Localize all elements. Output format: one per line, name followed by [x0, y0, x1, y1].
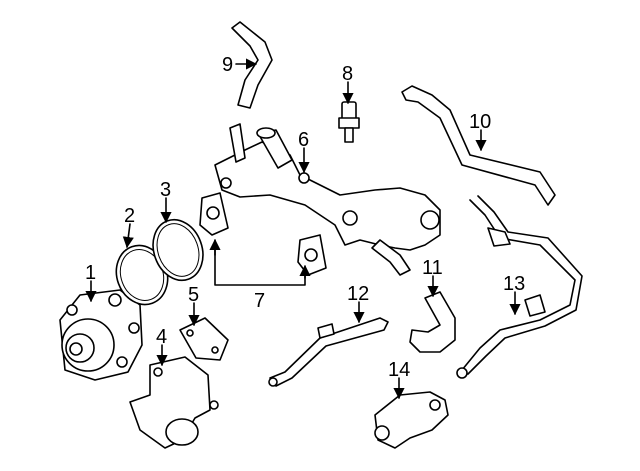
callout-3: 3 — [160, 179, 171, 201]
callout-labels: 1 2 3 4 5 6 7 8 9 10 11 12 13 14 — [85, 54, 525, 381]
gasket-7a-part[interactable] — [199, 192, 229, 236]
thermostat-housing-part[interactable] — [129, 356, 219, 449]
callout-2: 2 — [124, 205, 135, 227]
water-pipe-manifold-part[interactable] — [214, 123, 441, 276]
hose-10-part[interactable] — [401, 85, 556, 206]
callout-14: 14 — [388, 359, 410, 381]
callout-12: 12 — [347, 283, 369, 305]
pipe-12-part[interactable] — [268, 317, 389, 387]
callout-10: 10 — [469, 111, 491, 133]
callout-11: 11 — [422, 257, 443, 279]
callout-9: 9 — [222, 54, 233, 76]
sensor-part[interactable] — [338, 101, 360, 143]
callout-1: 1 — [85, 262, 96, 284]
pipe-13-part[interactable] — [456, 195, 583, 379]
outlet-14-part[interactable] — [374, 391, 449, 449]
callout-6: 6 — [298, 129, 309, 151]
callout-5: 5 — [188, 284, 199, 306]
hose-9-part[interactable] — [231, 21, 273, 109]
callout-4: 4 — [156, 326, 167, 348]
hose-11-part[interactable] — [409, 291, 456, 353]
callout-7: 7 — [254, 290, 265, 312]
callout-8: 8 — [342, 63, 353, 85]
callout-13: 13 — [503, 273, 525, 295]
leader-lines — [85, 58, 521, 400]
water-pump-part[interactable] — [59, 289, 143, 381]
gasket-5-part[interactable] — [179, 317, 229, 361]
gasket-7b-part[interactable] — [297, 234, 327, 276]
